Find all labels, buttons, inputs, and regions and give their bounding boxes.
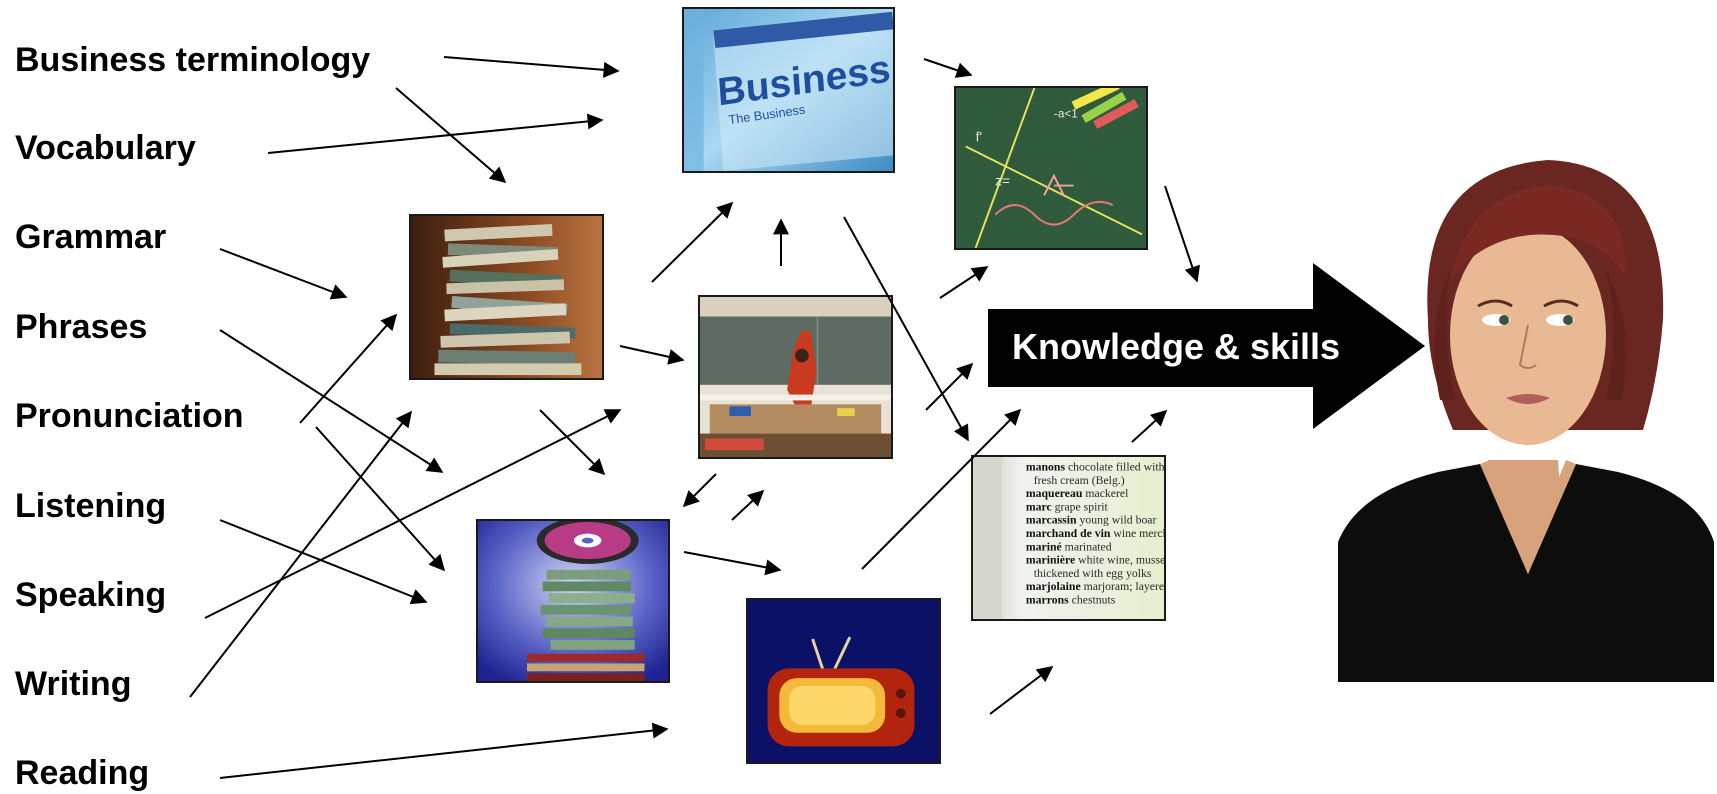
classroom-teacher-photo xyxy=(698,295,893,459)
dictionary-definition: wine merchant xyxy=(1113,527,1164,540)
dictionary-entry: marrons chestnuts xyxy=(1026,593,1116,606)
dictionary-entry: fresh cream (Belg.) xyxy=(1034,474,1125,487)
arrow-grammar-to-books xyxy=(219,248,348,300)
dictionary-word: marc xyxy=(1026,500,1055,513)
arrow-classroom-to-cd xyxy=(682,473,717,508)
knowledge-skills-label: Knowledge & skills xyxy=(1012,326,1341,367)
arrow-tv-to-big-arrow xyxy=(861,408,1022,570)
skill-listening: Listening xyxy=(15,487,167,525)
cd-money-photo xyxy=(476,519,670,683)
dictionary-word: marjolaine xyxy=(1026,580,1084,593)
arrow-books-to-classroom xyxy=(619,345,685,365)
arrow-books-to-business xyxy=(651,201,734,283)
arrow-listening-to-cd xyxy=(219,519,428,605)
dictionary-word: marrons xyxy=(1026,593,1072,606)
skill-writing: Writing xyxy=(15,665,132,703)
arrow-books-to-cd xyxy=(539,409,606,476)
dictionary-definition: grape spirit xyxy=(1055,500,1109,513)
dictionary-definition: fresh cream (Belg.) xyxy=(1034,474,1125,487)
skill-pronunciation: Pronunciation xyxy=(15,397,244,435)
dictionary-entry: mariné marinated xyxy=(1026,540,1112,553)
dictionary-word: marchand de vin xyxy=(1026,527,1114,540)
arrow-phrases-to-cd xyxy=(219,329,444,473)
dictionary-word: manons xyxy=(1026,461,1068,474)
dictionary-definition: chocolate filled with xyxy=(1068,461,1164,474)
dictionary-definition: marjoram; layered nut ca xyxy=(1084,580,1164,593)
arrow-business-to-dictionary xyxy=(843,216,969,442)
books-stack-photo xyxy=(409,214,604,380)
arrow-classroom-to-big-arrow xyxy=(925,362,974,411)
business-sign-photo: Business The Business xyxy=(682,7,895,173)
arrow-cd-to-classroom xyxy=(731,489,765,521)
arrow-reading-to-tv xyxy=(219,722,669,779)
arrow-tv-to-dictionary xyxy=(989,666,1054,715)
dictionary-entry: maquereau mackerel xyxy=(1026,487,1129,500)
arrow-pronunciation-to-cd xyxy=(315,426,446,572)
dictionary-entry: marchand de vin wine merchant xyxy=(1026,527,1164,540)
dictionary-entry: manons chocolate filled with xyxy=(1026,461,1164,474)
dictionary-word: marcassin xyxy=(1026,514,1080,527)
retro-tv-photo xyxy=(746,598,941,764)
dictionary-entry: marc grape spirit xyxy=(1026,500,1109,513)
dictionary-entry: marinière white wine, mussel broth xyxy=(1026,554,1164,567)
arrow-dictionary-to-big-arrow xyxy=(1131,409,1168,443)
woman-portrait xyxy=(1338,160,1714,682)
dictionary-definition: chestnuts xyxy=(1072,593,1116,606)
chalkboard-math-photo: f' z= -a<1 xyxy=(954,86,1148,250)
dictionary-entry: marjolaine marjoram; layered nut ca xyxy=(1026,580,1164,593)
dictionary-definition: young wild boar xyxy=(1079,514,1156,527)
skill-grammar: Grammar xyxy=(15,218,167,256)
skill-business-terminology: Business terminology xyxy=(15,41,371,79)
dictionary-definition: marinated xyxy=(1065,540,1112,553)
svg-text:-a<1: -a<1 xyxy=(1054,107,1078,120)
arrow-speaking-to-classroom xyxy=(204,409,622,619)
dictionary-definition: white wine, mussel broth xyxy=(1078,554,1164,567)
arrow-business-to-chalkboard xyxy=(923,58,973,78)
dictionary-definition: mackerel xyxy=(1085,487,1129,500)
dictionary-entry: marcassin young wild boar xyxy=(1026,514,1157,527)
dictionary-word: maquereau xyxy=(1026,487,1085,500)
arrow-chalkboard-to-big-arrow xyxy=(1164,185,1200,283)
skill-reading: Reading xyxy=(15,754,150,792)
arrow-pronunciation-to-books xyxy=(299,313,398,424)
dictionary-word: mariné xyxy=(1026,540,1065,553)
arrow-vocabulary-to-business-photo xyxy=(267,113,604,154)
arrow-business-terminology-to-business-photo xyxy=(443,56,620,78)
knowledge-skills-arrow xyxy=(988,263,1425,429)
dictionary-definition: thickened with egg yolks xyxy=(1034,567,1152,580)
arrow-cd-to-tv xyxy=(683,551,782,576)
dictionary-word: marinière xyxy=(1026,554,1078,567)
svg-text:f': f' xyxy=(976,130,982,145)
skill-vocabulary: Vocabulary xyxy=(15,129,196,167)
arrow-classroom-to-chalkboard xyxy=(939,266,989,299)
arrow-writing-to-books xyxy=(189,410,412,698)
skill-speaking: Speaking xyxy=(15,576,167,614)
skill-phrases: Phrases xyxy=(15,308,148,346)
dictionary-entry: thickened with egg yolks xyxy=(1034,567,1152,580)
svg-text:z=: z= xyxy=(995,174,1010,189)
